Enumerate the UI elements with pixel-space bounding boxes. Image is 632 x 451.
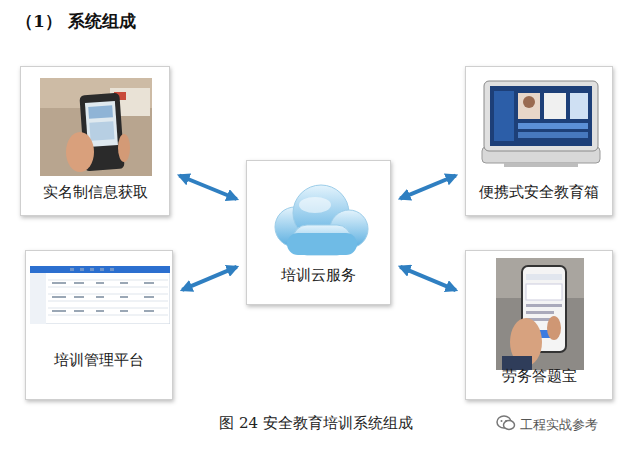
cloud-icon <box>265 177 373 263</box>
cloud-service-box: 培训云服务 <box>246 160 391 305</box>
tablet-device <box>474 75 606 175</box>
watermark-label: 工程实战参考 <box>520 416 598 434</box>
double-arrow <box>400 267 456 290</box>
node-label: 便携式安全教育箱 <box>466 183 612 201</box>
platform-screenshot <box>30 266 170 324</box>
info-capture-box: 实名制信息获取 <box>20 66 170 216</box>
device-photo <box>40 78 152 176</box>
platform-box: 培训管理平台 <box>25 250 173 400</box>
double-arrow <box>182 267 237 290</box>
quiz-app-box: 劳务答题宝 <box>465 250 613 400</box>
phone-photo <box>496 258 584 370</box>
node-label: 培训云服务 <box>247 266 390 284</box>
wechat-icon <box>496 414 516 432</box>
figure-title: （1） 系统组成 <box>16 10 136 33</box>
node-label: 劳务答题宝 <box>466 367 612 385</box>
double-arrow <box>400 176 456 199</box>
node-label: 实名制信息获取 <box>21 183 169 201</box>
node-label: 培训管理平台 <box>26 351 172 369</box>
edu-box-node: 便携式安全教育箱 <box>465 66 613 216</box>
double-arrow <box>179 176 236 200</box>
